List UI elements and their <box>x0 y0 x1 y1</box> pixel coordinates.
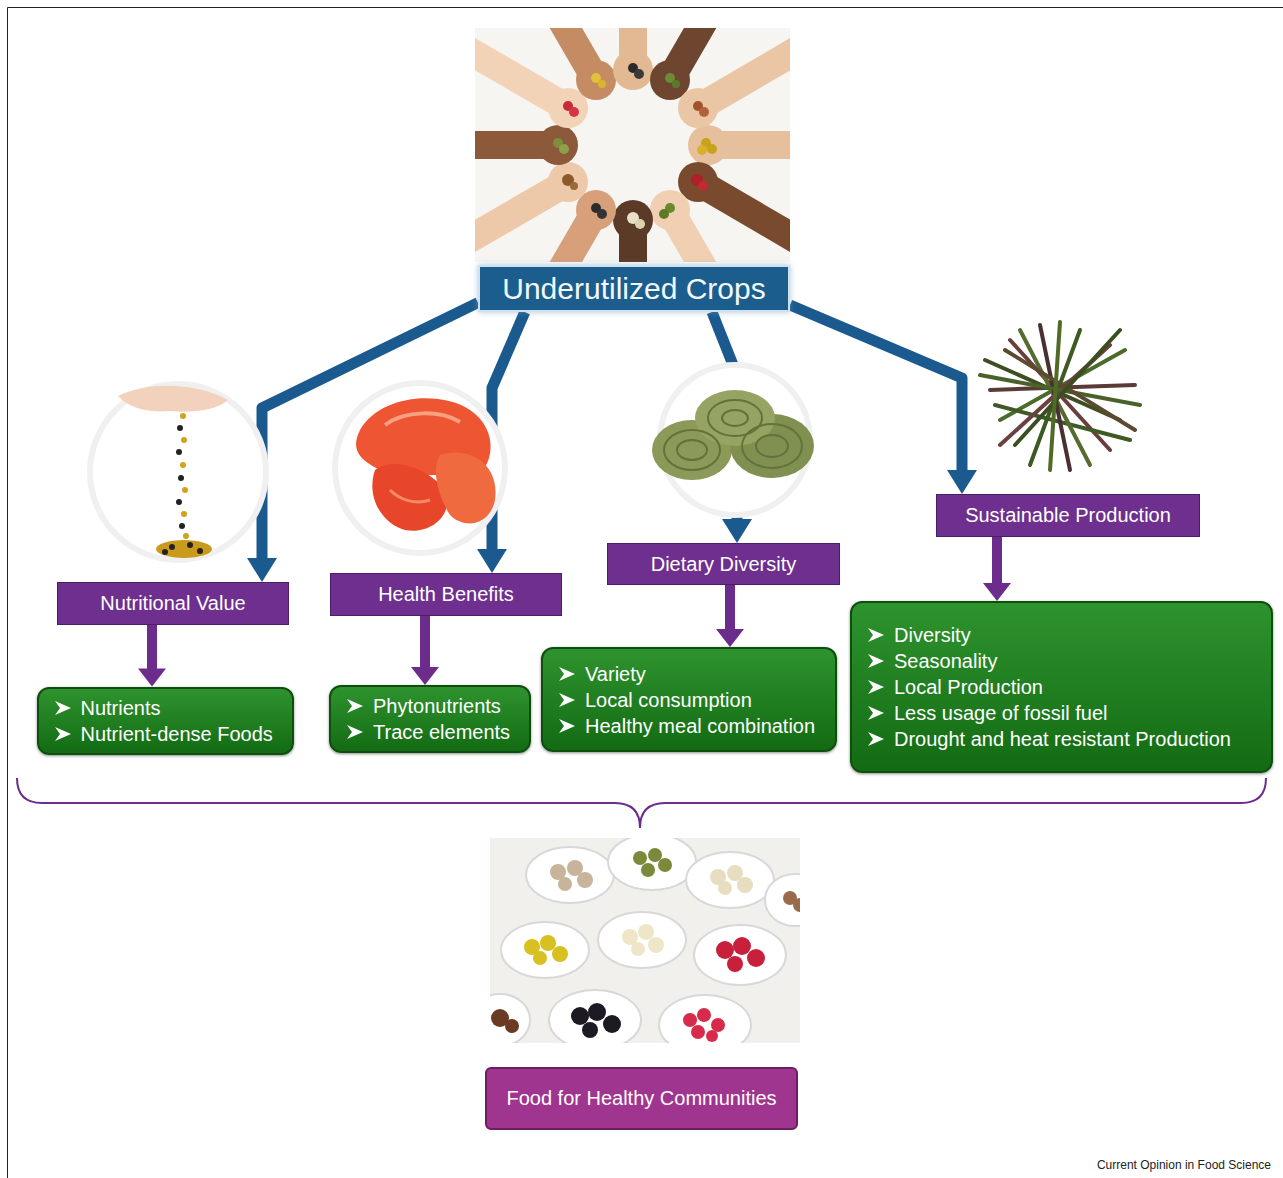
bullet-marker <box>868 706 884 720</box>
grain-hand-picture <box>90 384 266 560</box>
list-item-text: Phytonutrients <box>373 693 501 719</box>
box-label: Food for Healthy Communities <box>506 1087 776 1110</box>
hands-photo <box>475 28 790 262</box>
tomato-picture <box>335 383 505 553</box>
box-label: Nutritional Value <box>100 592 245 615</box>
box-label: Sustainable Production <box>965 504 1171 527</box>
bullet-marker <box>559 667 575 681</box>
source-credit: Current Opinion in Food Science <box>1097 1158 1271 1172</box>
list-row: Drought and heat resistant Production <box>868 726 1231 752</box>
list-row: Nutrient-dense Foods <box>55 721 273 747</box>
box-label: Underutilized Crops <box>502 272 765 306</box>
category-box: Dietary Diversity <box>607 543 840 585</box>
list-item-text: Nutrients <box>81 695 161 721</box>
grouping-bracket <box>17 778 1266 828</box>
down-arrow <box>138 625 166 687</box>
down-arrow <box>716 585 744 647</box>
list-row: Seasonality <box>868 648 997 674</box>
list-item-text: Trace elements <box>373 719 510 745</box>
list-box: DiversitySeasonalityLocal ProductionLess… <box>850 601 1273 773</box>
list-box: VarietyLocal consumptionHealthy meal com… <box>541 647 837 752</box>
list-row: Less usage of fossil fuel <box>868 700 1107 726</box>
category-box: Nutritional Value <box>57 582 289 625</box>
box-label: Dietary Diversity <box>651 553 797 576</box>
list-row: Diversity <box>868 622 971 648</box>
down-arrow <box>411 616 439 685</box>
list-item-text: Local consumption <box>585 687 752 713</box>
title-box: Underutilized Crops <box>478 265 790 312</box>
list-item-text: Drought and heat resistant Production <box>894 726 1231 752</box>
greens-picture <box>972 314 1144 486</box>
list-box: NutrientsNutrient-dense Foods <box>37 687 294 755</box>
list-row: Phytonutrients <box>347 693 501 719</box>
bullet-marker <box>868 628 884 642</box>
frame-line <box>8 8 1283 1178</box>
list-row: Healthy meal combination <box>559 713 815 739</box>
list-item-text: Healthy meal combination <box>585 713 815 739</box>
bullet-marker <box>868 732 884 746</box>
list-box: PhytonutrientsTrace elements <box>329 685 531 753</box>
down-arrow <box>983 537 1011 601</box>
list-item-text: Nutrient-dense Foods <box>81 721 273 747</box>
category-box: Health Benefits <box>330 573 562 616</box>
bullet-marker <box>868 654 884 668</box>
category-box: Sustainable Production <box>936 494 1200 537</box>
bullet-marker <box>55 727 71 741</box>
branch-arrow <box>790 305 977 494</box>
pasta-picture <box>652 365 814 515</box>
bullet-marker <box>347 725 363 739</box>
bullet-marker <box>559 719 575 733</box>
list-row: Local consumption <box>559 687 752 713</box>
list-item-text: Seasonality <box>894 648 997 674</box>
list-row: Local Production <box>868 674 1043 700</box>
bullet-marker <box>868 680 884 694</box>
list-item-text: Diversity <box>894 622 971 648</box>
list-item-text: Variety <box>585 661 646 687</box>
list-row: Variety <box>559 661 646 687</box>
list-row: Nutrients <box>55 695 161 721</box>
outcome-box: Food for Healthy Communities <box>485 1067 798 1130</box>
bullet-marker <box>55 701 71 715</box>
list-item-text: Local Production <box>894 674 1043 700</box>
bullet-marker <box>559 693 575 707</box>
list-row: Trace elements <box>347 719 510 745</box>
bullet-marker <box>347 699 363 713</box>
bowls-photo <box>490 838 800 1043</box>
box-label: Health Benefits <box>378 583 514 606</box>
list-item-text: Less usage of fossil fuel <box>894 700 1107 726</box>
